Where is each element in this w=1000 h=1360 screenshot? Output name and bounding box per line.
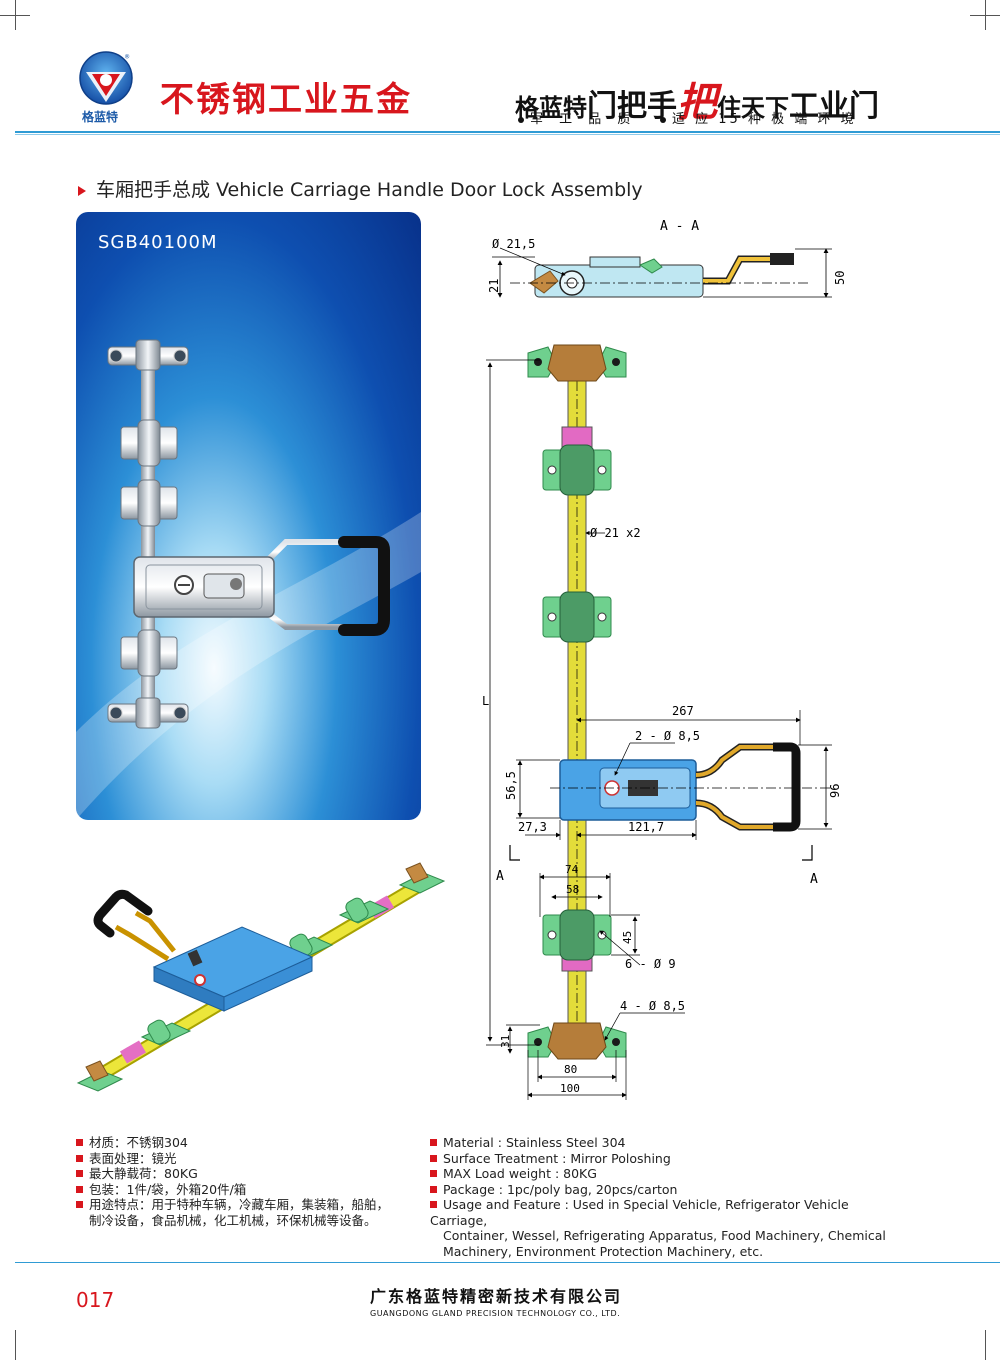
spec-en-text: Surface Treatment : Mirror Poloshing	[443, 1150, 671, 1166]
spec-cn-text: 表面处理：镜光	[89, 1150, 177, 1166]
spec-cn-item-cont: 制冷设备，食品机械，化工机械，环保机械等设备。	[89, 1212, 377, 1228]
dim-holes-6: 6 - Ø 9	[625, 957, 676, 971]
slogan-part5: 工业门	[789, 89, 879, 124]
spec-en-text: MAX Load weight : 80KG	[443, 1166, 597, 1181]
spec-cn-text: 包装：1件/袋，外箱20件/箱	[89, 1181, 247, 1197]
dim-27: 27,3	[518, 820, 547, 834]
spec-en-item: Surface Treatment : Mirror Poloshing	[430, 1151, 900, 1167]
header-rule	[15, 131, 1000, 133]
section-marker-right: A	[810, 872, 818, 887]
product-photo: SGB40100M	[76, 212, 421, 820]
slogan: 格蓝特门把手把住天下工业门	[515, 70, 879, 128]
section-label: A - A	[660, 219, 699, 234]
section-marker-left: A	[496, 869, 504, 884]
spec-en-text: Material : Stainless Steel 304	[443, 1135, 626, 1150]
spec-cn-text: 材质：不锈钢304	[89, 1135, 188, 1150]
brand-name: 不锈钢工业五金	[160, 80, 412, 120]
specs-en: Material : Stainless Steel 304 Surface T…	[430, 1135, 900, 1259]
dim-diameter-top: Ø 21,5	[492, 237, 535, 251]
crop-mark	[0, 15, 30, 16]
tag-environment-text: 适 应 15 种 极 端 环 境	[672, 112, 857, 127]
dim-45: 45	[621, 931, 634, 944]
front-view: L Ø 21 x2 267 2 - Ø 8,5 56,5 96 27,3 121…	[482, 344, 842, 1100]
company-name-en: GUANGDONG GLAND PRECISION TECHNOLOGY CO.…	[370, 1309, 621, 1318]
slogan-part3: 把	[677, 79, 717, 126]
spec-cn-text: 用途特点：用于特种车辆，冷藏车厢，集装箱，船舶，	[89, 1197, 390, 1212]
dim-121: 121,7	[628, 820, 664, 834]
spec-en-text: Package : 1pc/poly bag, 20pcs/carton	[443, 1181, 678, 1197]
spec-en-item: Package : 1pc/poly bag, 20pcs/carton	[430, 1182, 900, 1198]
logo-text: 格蓝特	[82, 110, 119, 124]
section-title-text: 车厢把手总成 Vehicle Carriage Handle Door Lock…	[96, 179, 643, 201]
dim-holes-4: 4 - Ø 8,5	[620, 999, 685, 1013]
dim-50: 50	[833, 271, 847, 285]
spec-en-item: Usage and Feature : Used in Special Vehi…	[430, 1197, 900, 1228]
spec-cn-item: 用途特点：用于特种车辆，冷藏车厢，集装箱，船舶，	[76, 1197, 416, 1213]
dim-74: 74	[565, 863, 579, 876]
dim-56: 56,5	[504, 771, 518, 800]
dim-21: 21	[487, 279, 501, 293]
product-photo-illustration	[76, 339, 421, 820]
triangle-bullet-icon	[78, 185, 86, 196]
spec-cn-item: 表面处理：镜光	[76, 1151, 416, 1167]
spec-en-item-cont: Container, Wessel, Refrigerating Apparat…	[443, 1228, 886, 1243]
slogan-part4: 住天下	[717, 94, 789, 122]
dim-58: 58	[566, 883, 579, 896]
dim-100: 100	[560, 1082, 580, 1095]
spec-cn-text: 最大静载荷：80KG	[89, 1166, 198, 1181]
specs-cn: 材质：不锈钢304 表面处理：镜光 最大静载荷：80KG 包装：1件/袋，外箱2…	[76, 1135, 416, 1228]
header-rule-thin	[15, 134, 1000, 135]
spec-cn-item: 最大静载荷：80KG	[76, 1166, 416, 1182]
dim-96: 96	[828, 784, 842, 798]
tag-quality: 军 工 品 质	[518, 108, 636, 127]
tag-quality-text: 军 工 品 质	[530, 112, 637, 127]
svg-text:®: ®	[125, 53, 130, 61]
crop-mark	[15, 1330, 16, 1360]
spec-cn-item: 包装：1件/袋，外箱20件/箱	[76, 1182, 416, 1198]
dim-267: 267	[672, 704, 694, 718]
tag-environment: 适 应 15 种 极 端 环 境	[660, 108, 856, 127]
company-logo-icon: ®	[79, 51, 133, 105]
dim-31: 31	[499, 1035, 512, 1048]
spec-en-item: Material : Stainless Steel 304	[430, 1135, 900, 1151]
spec-cn-item: 材质：不锈钢304	[76, 1135, 416, 1151]
slogan-part1: 格蓝特	[515, 94, 587, 122]
isometric-assembly-view	[76, 862, 446, 1092]
dim-tube: Ø 21 x2	[590, 526, 641, 540]
dim-80: 80	[564, 1063, 577, 1076]
spec-en-item: MAX Load weight : 80KG	[430, 1166, 900, 1182]
page-number: 017	[76, 1288, 115, 1312]
crop-mark	[985, 1330, 986, 1360]
dim-length: L	[482, 694, 489, 708]
model-number: SGB40100M	[98, 232, 218, 253]
spec-en-item-cont: Machinery, Environment Protection Machin…	[443, 1243, 764, 1259]
footer-rule	[15, 1262, 1000, 1263]
spec-en-text: Usage and Feature : Used in Special Vehi…	[430, 1197, 849, 1228]
dim-holes-2: 2 - Ø 8,5	[635, 729, 700, 743]
crop-mark	[970, 15, 1000, 16]
technical-drawing: A - A Ø 21,5 21 50	[482, 219, 847, 1100]
section-view-aa: A - A Ø 21,5 21 50	[487, 219, 847, 298]
company-name-cn: 广东格蓝特精密新技术有限公司	[370, 1287, 623, 1306]
section-title: 车厢把手总成 Vehicle Carriage Handle Door Lock…	[78, 175, 643, 202]
